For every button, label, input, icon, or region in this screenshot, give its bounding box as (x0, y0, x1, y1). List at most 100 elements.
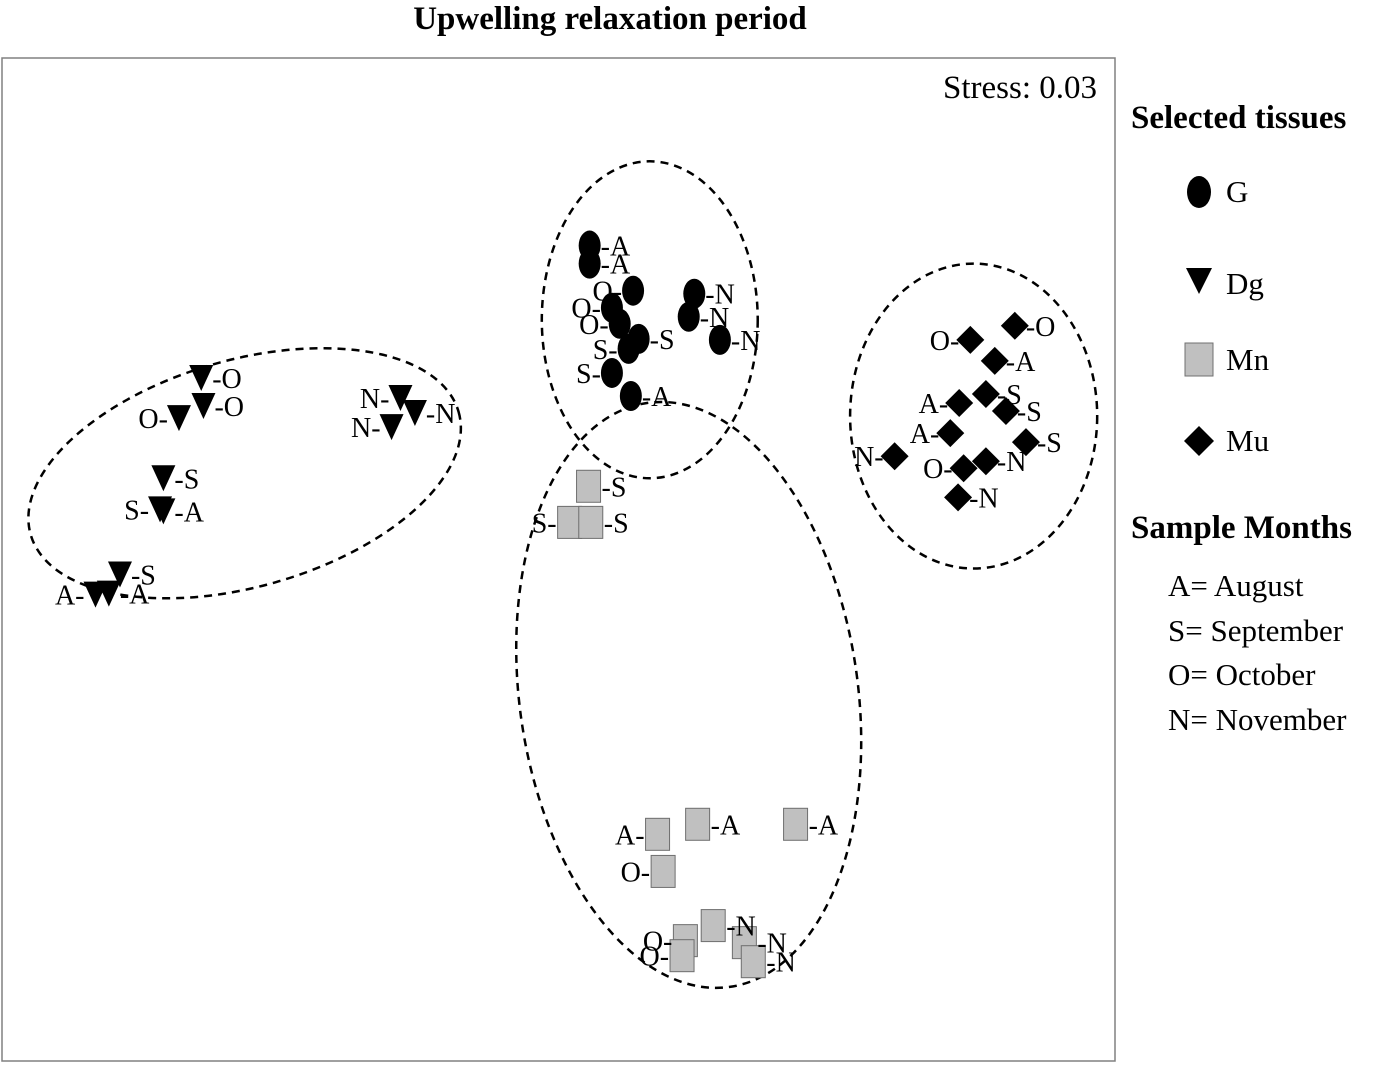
point-mu-3 (971, 380, 1000, 409)
point-g-9 (683, 278, 706, 309)
point-g-8 (619, 381, 642, 412)
point-label-dg-1: O- (138, 404, 168, 435)
triangle-down-marker-icon (1186, 268, 1212, 294)
point-label-g-8: -A (642, 382, 672, 413)
point-label-mn-10: O- (639, 942, 669, 973)
point-label-mn-6: O- (621, 857, 651, 888)
point-label-mu-2: -A (1006, 347, 1036, 378)
point-g-7 (600, 357, 623, 388)
point-label-mn-9: O- (643, 927, 673, 958)
point-label-mn-7: -N (726, 912, 756, 943)
group-ellipse-g (540, 160, 759, 480)
legend-item-mu: Mu (1180, 421, 1380, 461)
point-g-11 (708, 324, 731, 355)
point-label-mn-1: S- (532, 508, 557, 539)
point-label-dg-6: -S (131, 561, 156, 592)
group-ellipses (27, 160, 1099, 990)
point-label-mu-6: A- (910, 419, 940, 450)
point-dg-2 (191, 393, 216, 420)
point-dg-10 (402, 400, 427, 427)
point-label-mn-4: -A (711, 810, 741, 841)
legend-label-g: G (1226, 174, 1249, 209)
point-g-1 (578, 248, 601, 279)
plot-frame (1, 57, 1116, 1062)
square-marker-icon (1184, 342, 1214, 377)
point-g-10 (677, 301, 700, 332)
point-label-dg-7: -A (120, 580, 150, 611)
point-label-dg-11: N- (351, 413, 381, 444)
point-mn-5 (783, 807, 809, 841)
legend-item-mn: Mn (1180, 340, 1380, 380)
legend-month-october: O= October (1168, 657, 1316, 692)
ellipse-marker-icon (1187, 176, 1211, 208)
point-mn-10 (669, 939, 695, 973)
legend-month-november: N= November (1168, 702, 1347, 737)
diamond-marker-icon (1184, 426, 1214, 456)
point-label-g-6: S- (593, 335, 618, 366)
point-g-6 (617, 333, 640, 364)
point-label-g-10: -N (700, 303, 730, 334)
point-label-mn-5: -A (809, 810, 839, 841)
point-label-g-4: O- (579, 310, 609, 341)
legend-label-mu: Mu (1226, 423, 1270, 458)
point-mu-7 (1011, 428, 1040, 457)
point-mn-4 (685, 807, 711, 841)
point-g-4 (608, 308, 631, 339)
point-mn-0 (576, 469, 602, 503)
point-label-dg-9: N- (360, 384, 390, 415)
point-label-dg-4: S- (124, 495, 149, 526)
group-ellipse-dg (27, 346, 463, 600)
point-label-dg-10: -N (426, 399, 456, 430)
point-mu-4 (945, 389, 974, 418)
point-label-mn-3: A- (615, 820, 645, 851)
point-g-2 (622, 275, 645, 306)
point-label-g-1: -A (601, 250, 631, 281)
point-dg-3 (151, 465, 176, 492)
legend-month-august: A= August (1168, 568, 1304, 603)
point-dg-1 (166, 405, 191, 432)
chart-title: Upwelling relaxation period (413, 1, 807, 37)
data-points: -A-AO-O-O--SS-S--A-N-N-N-OO--O-SS--A-S-A… (55, 230, 1062, 979)
point-dg-5 (151, 498, 176, 525)
legend-title-tissues: Selected tissues (1131, 100, 1347, 136)
point-label-mu-7: -S (1037, 428, 1062, 459)
point-mu-11 (944, 483, 973, 512)
point-label-g-0: -A (601, 232, 631, 263)
point-mu-8 (880, 442, 909, 471)
point-mu-2 (980, 346, 1009, 375)
stress-annotation: Stress: 0.03 (943, 70, 1097, 106)
point-mn-11 (740, 945, 766, 979)
legend-title-months: Sample Months (1131, 510, 1352, 546)
point-mn-7 (700, 909, 726, 943)
point-label-mn-0: -S (602, 472, 627, 503)
point-label-mn-8: -N (757, 929, 787, 960)
point-mn-6 (650, 854, 676, 888)
point-dg-9 (388, 385, 413, 412)
legend-label-mn: Mn (1226, 342, 1270, 377)
nmds-plot: Stress: 0.03 -A-AO-O-O--SS-S--A-N-N-N-OO… (1, 57, 1116, 1062)
point-dg-6 (107, 561, 132, 588)
point-label-dg-0: -O (212, 364, 242, 395)
group-ellipse-mn (514, 400, 863, 990)
point-mu-1 (956, 325, 985, 354)
legend-label-dg: Dg (1226, 266, 1264, 301)
point-label-mu-11: -N (969, 483, 999, 514)
point-label-g-2: O- (593, 277, 623, 308)
point-label-g-9: -N (705, 280, 735, 311)
point-mn-3 (645, 817, 671, 851)
group-ellipse-mu (848, 262, 1099, 570)
legend-month-september: S= September (1168, 613, 1344, 648)
point-label-g-3: O- (571, 294, 601, 325)
point-label-mu-4: A- (919, 389, 949, 420)
point-label-mu-9: -N (997, 447, 1027, 478)
point-mu-0 (1000, 311, 1029, 340)
point-mu-10 (949, 454, 978, 483)
point-label-mn-2: -S (604, 508, 629, 539)
point-label-dg-5: -A (174, 497, 204, 528)
point-dg-0 (189, 364, 214, 391)
point-label-mn-11: -N (766, 948, 796, 979)
point-label-dg-2: -O (214, 392, 244, 423)
point-dg-11 (379, 414, 404, 441)
point-label-dg-3: -S (174, 464, 199, 495)
point-label-mu-8: N- (854, 442, 884, 473)
